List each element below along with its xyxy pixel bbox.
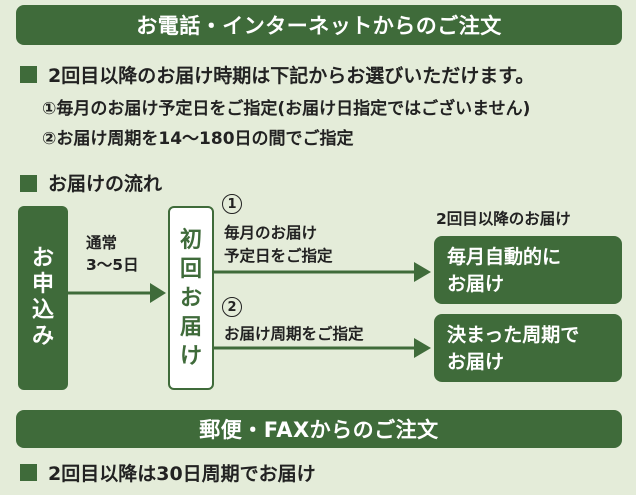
result-2-line2: お届け bbox=[447, 351, 505, 373]
first-char: お bbox=[179, 285, 202, 311]
flow-heading: お届けの流れ bbox=[48, 173, 163, 195]
phone-section-heading: 2回目以降のお届け時期は下記からお選びいただけます。 bbox=[48, 65, 535, 87]
route-2-marker: 2 bbox=[222, 297, 242, 317]
result-1-line2: お届け bbox=[447, 273, 505, 295]
route-1-marker: 1 bbox=[222, 194, 242, 214]
route-2-marker-number: 2 bbox=[227, 299, 237, 315]
order-application-box: お 申 込 み bbox=[18, 206, 68, 390]
bullet-square-icon bbox=[20, 66, 37, 83]
first-char: 届 bbox=[179, 314, 202, 340]
phone-order-banner: お電話・インターネットからのご注文 bbox=[16, 5, 622, 45]
order-char: お bbox=[31, 246, 54, 271]
bullet-square-icon bbox=[20, 464, 37, 481]
route-1-label-line1: 毎月のお届け bbox=[224, 224, 318, 242]
first-delivery-box: 初 回 お 届 け bbox=[168, 206, 214, 390]
bullet-square-icon bbox=[20, 175, 37, 192]
fixed-cycle-delivery-box: 決まった周期で お届け bbox=[434, 314, 622, 382]
mail-section-heading: 2回目以降は30日周期でお届け bbox=[48, 463, 316, 485]
first-char: け bbox=[179, 343, 202, 369]
second-delivery-label: 2回目以降のお届け bbox=[436, 210, 571, 228]
route-1-label-line2: 予定日をご指定 bbox=[224, 247, 333, 265]
route-1-marker-number: 1 bbox=[227, 196, 237, 212]
transit-label-line2: 3〜5日 bbox=[86, 256, 139, 274]
mail-fax-order-banner: 郵便・FAXからのご注文 bbox=[16, 410, 622, 448]
option-2-text: ②お届け周期を14〜180日の間でご指定 bbox=[42, 129, 354, 149]
first-char: 回 bbox=[179, 256, 202, 282]
order-char: 申 bbox=[31, 272, 54, 297]
first-char: 初 bbox=[179, 227, 202, 253]
order-char: 込 bbox=[31, 298, 54, 323]
result-1-line1: 毎月自動的に bbox=[447, 246, 562, 268]
route-2-label: お届け周期をご指定 bbox=[224, 325, 364, 343]
mail-fax-banner-text: 郵便・FAXからのご注文 bbox=[199, 418, 439, 442]
phone-order-banner-text: お電話・インターネットからのご注文 bbox=[136, 14, 502, 38]
order-char: み bbox=[31, 324, 54, 349]
monthly-auto-delivery-box: 毎月自動的に お届け bbox=[434, 236, 622, 304]
transit-label-line1: 通常 bbox=[86, 234, 118, 252]
option-1-text: ①毎月のお届け予定日をご指定(お届け日指定ではございません) bbox=[42, 99, 531, 119]
result-2-line1: 決まった周期で bbox=[447, 324, 580, 346]
